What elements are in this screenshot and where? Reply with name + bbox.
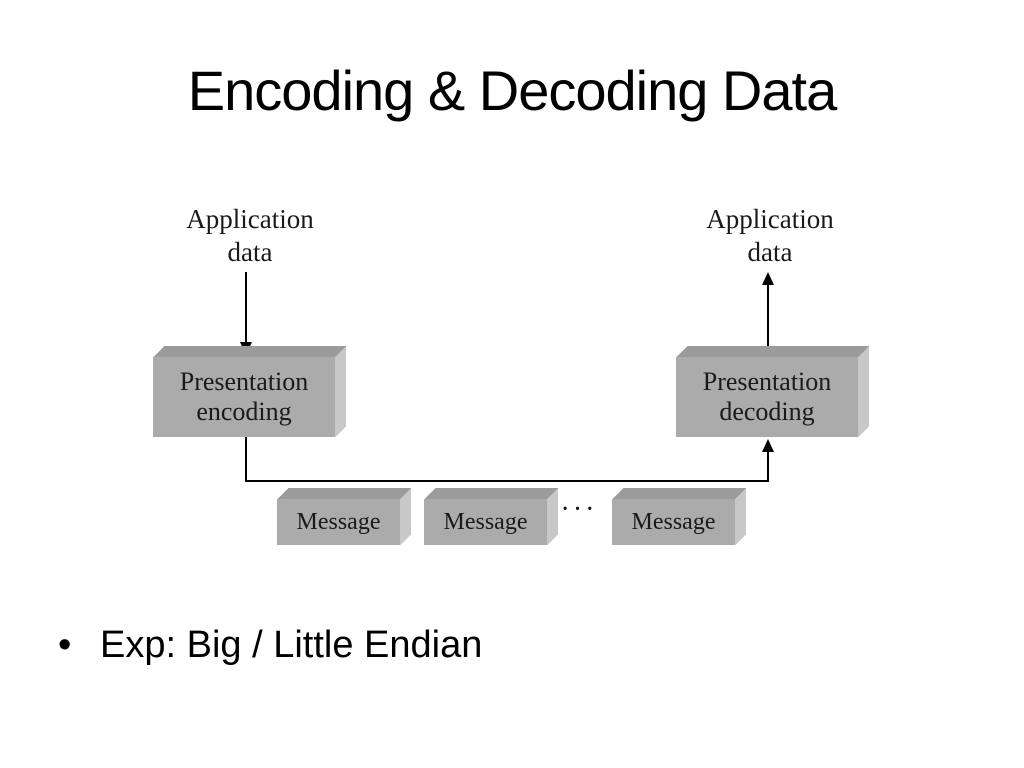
encoder-label-line2: encoding	[196, 397, 292, 426]
connector-line-encoder-down	[245, 437, 247, 482]
ellipsis-label: ···	[560, 494, 598, 525]
message-3-label: Message	[631, 508, 716, 535]
message-2-label: Message	[443, 508, 528, 535]
bullet-glyph: •	[58, 624, 72, 666]
arrow-line-appdata-to-encoder	[245, 272, 247, 342]
message-box-1: Message	[277, 499, 400, 545]
encoder-label-line1: Presentation	[179, 367, 309, 396]
slide-title: Encoding & Decoding Data	[187, 59, 837, 122]
application-data-right-line2: data	[747, 237, 793, 267]
message-box-3: Message	[612, 499, 735, 545]
decoder-label-line1: Presentation	[702, 367, 832, 396]
presentation-decoding-box: Presentation decoding	[676, 357, 858, 437]
presentation-decoding-label: Presentation decoding	[703, 367, 832, 427]
connector-arrow-up-icon	[762, 439, 774, 452]
arrow-line-decoder-to-appdata	[767, 285, 769, 357]
presentation-encoding-box: Presentation encoding	[153, 357, 335, 437]
application-data-left-line1: Application	[186, 204, 314, 234]
message-1-label: Message	[296, 508, 381, 535]
message-box-2: Message	[424, 499, 547, 545]
application-data-label-left: Application data	[150, 203, 350, 269]
decoder-label-line2: decoding	[719, 397, 815, 426]
application-data-left-line2: data	[227, 237, 273, 267]
connector-line-decoder-up	[767, 452, 769, 482]
arrow-up-icon	[762, 272, 774, 285]
application-data-right-line1: Application	[706, 204, 834, 234]
application-data-label-right: Application data	[670, 203, 870, 269]
bullet-text: Exp: Big / Little Endian	[100, 624, 483, 666]
presentation-encoding-label: Presentation encoding	[180, 367, 309, 427]
connector-line-horizontal	[245, 480, 769, 482]
